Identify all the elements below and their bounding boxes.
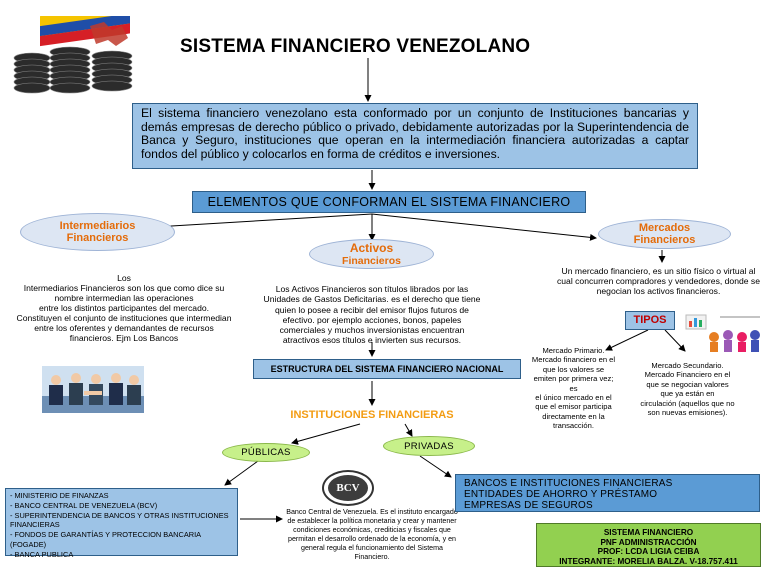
credit-box: SISTEMA FINANCIERO PNF ADMINISTRACCIÓN P… <box>536 523 761 567</box>
publicas-oval: PÚBLICAS <box>222 443 310 462</box>
intermediarios-desc: Los Intermediarios Financieros son los q… <box>16 273 232 343</box>
instituciones-title: INSTITUCIONES FINANCIERAS <box>290 409 454 421</box>
intermediarios-label-1: Intermediarios <box>59 220 136 232</box>
activos-label-2: Financieros <box>342 254 401 267</box>
bcv-desc: Banco Central de Venezuela. Es el instit… <box>286 508 458 561</box>
private-institutions-box: BANCOS E INSTITUCIONES FINANCIERAS ENTID… <box>455 474 760 512</box>
mercado-secundario-desc: Mercado Secundario. Mercado Financiero e… <box>640 361 735 418</box>
estructura-header: ESTRUCTURA DEL SISTEMA FINANCIERO NACION… <box>253 359 521 379</box>
public-institutions-list: - MINISTERIO DE FINANZAS - BANCO CENTRAL… <box>5 488 238 559</box>
privadas-oval: PRIVADAS <box>383 436 475 456</box>
intro-box: El sistema financiero venezolano esta co… <box>132 103 698 169</box>
page-title: SISTEMA FINANCIERO VENEZOLANO <box>180 36 531 57</box>
list-item: - BANCO CENTRAL DE VENEZUELA (BCV) <box>10 500 158 510</box>
mercado-primario-desc: Mercado Primario. Mercado financiero en … <box>531 346 616 431</box>
elementos-header: ELEMENTOS QUE CONFORMAN EL SISTEMA FINAN… <box>192 191 586 213</box>
activos-label-1: Activos <box>349 240 394 255</box>
list-item: BANCOS E INSTITUCIONES FINANCIERAS <box>464 478 673 489</box>
bcv-logo: BCV <box>322 470 374 506</box>
intermediarios-label-2: Financieros <box>66 232 129 244</box>
list-item: EMPRESAS DE SEGUROS <box>464 500 593 511</box>
bcv-logo-text: BCV <box>328 475 368 501</box>
credit-line-2: PNF ADMINISTRACCIÓN <box>600 537 697 547</box>
mercados-label-2: Financieros <box>633 234 696 246</box>
credit-line-1: SISTEMA FINANCIERO <box>603 528 694 537</box>
credit-line-3: PROF: LCDA LIGIA CEIBA <box>597 547 700 557</box>
list-item: - MINISTERIO DE FINANZAS <box>10 491 109 500</box>
list-item: ENTIDADES DE AHORRO Y PRÉSTAMO <box>464 489 658 500</box>
tipos-box: TIPOS <box>625 311 675 330</box>
mercados-desc: Un mercado financiero, es un sitio físic… <box>556 266 761 297</box>
list-item: - BANCA PUBLICA <box>10 549 74 559</box>
coin-stack-flag-illustration <box>13 16 133 94</box>
credit-line-4: INTEGRANTE: MORELIA BALZA. V-18.757.411 <box>559 556 738 566</box>
list-item: - FONDOS DE GARANTÍAS Y PROTECCION BANCA… <box>10 530 201 549</box>
mercados-label-1: Mercados <box>638 222 691 234</box>
market-people-illustration <box>685 314 760 352</box>
activos-desc: Los Activos Financieros son títulos libr… <box>263 284 481 346</box>
list-item: - SUPERINTENDENCIA DE BANCOS Y OTRAS INS… <box>10 510 229 530</box>
business-meeting-photo <box>42 366 144 413</box>
